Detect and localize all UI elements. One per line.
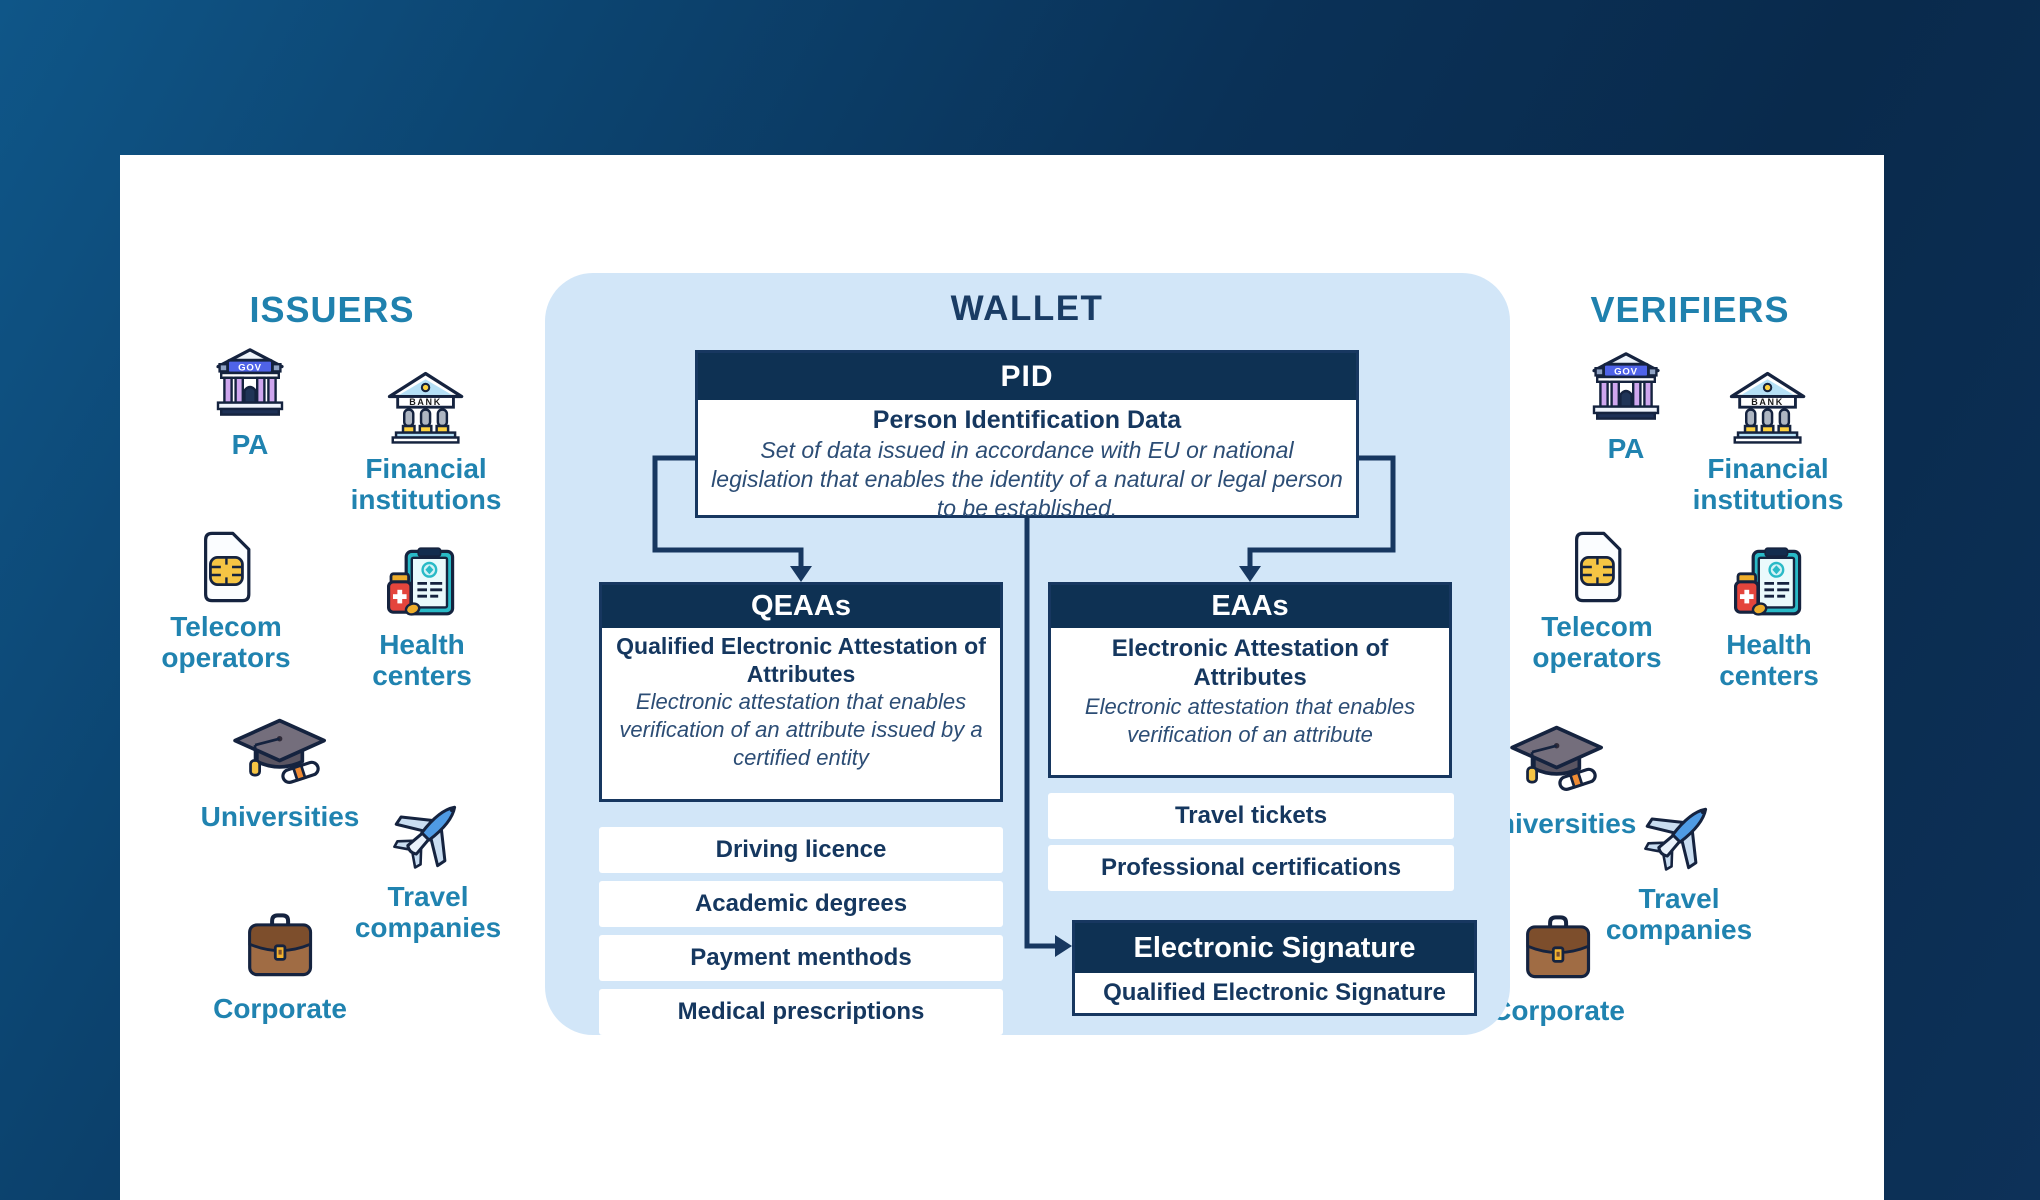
issuer-travel: Travel companies	[355, 791, 501, 944]
qeaa-item-medical-prescriptions: Medical prescriptions	[599, 989, 1003, 1035]
entity-label: Universities	[200, 801, 360, 832]
entity-label: Health centers	[372, 629, 472, 692]
eaa-item-professional-certifications: Professional certifications	[1048, 845, 1454, 891]
connector-arrows	[652, 455, 1396, 957]
briefcase-icon	[240, 909, 320, 989]
qeaa-title: Qualified Electronic Attestation of Attr…	[616, 633, 986, 688]
issuers-title: ISSUERS	[249, 289, 415, 330]
electronic-signature-box: Electronic Signature Qualified Electroni…	[1072, 920, 1477, 1016]
wallet-title: WALLET	[950, 289, 1104, 328]
entity-label: Financial institutions	[350, 453, 502, 516]
entity-label: Travel companies	[1605, 883, 1753, 946]
qeaa-box: QEAAs Qualified Electronic Attestation o…	[599, 582, 1003, 802]
qeaa-item-payment-methods: Payment menthods	[599, 935, 1003, 981]
entity-label: Corporate	[1491, 995, 1625, 1026]
entity-label: PA	[231, 429, 269, 460]
entity-label: PA	[1607, 433, 1645, 464]
eaa-title: Electronic Attestation of Attributes	[1111, 635, 1389, 692]
infographic-card: ISSUERS VERIFIERS PA Financial instituti…	[120, 155, 1884, 1200]
entity-label: Telecom operators	[161, 611, 291, 674]
gov-building-icon	[210, 345, 290, 425]
issuer-telecom: Telecom operators	[161, 527, 291, 674]
verifier-travel: Travel companies	[1606, 793, 1752, 946]
electronic-signature-header: Electronic Signature	[1075, 923, 1474, 973]
pid-box: PID Person Identification Data Set of da…	[695, 350, 1359, 521]
entity-label: Health centers	[1719, 629, 1819, 692]
graduation-cap-icon	[230, 715, 330, 797]
briefcase-icon	[1518, 911, 1598, 991]
bank-icon	[1727, 367, 1809, 449]
eaa-header: EAAs	[1051, 585, 1449, 628]
issuer-pa: PA	[210, 345, 290, 460]
eaa-box: EAAs Electronic Attestation of Attribute…	[1048, 582, 1452, 778]
verifier-financial: Financial institutions	[1692, 367, 1844, 516]
qeaa-item-academic-degrees: Academic degrees	[599, 881, 1003, 927]
gov-building-icon	[1586, 349, 1666, 429]
verifiers-title: VERIFIERS	[1590, 289, 1790, 330]
sim-card-icon	[186, 527, 266, 607]
medical-prescription-icon	[382, 545, 462, 625]
issuer-financial: Financial institutions	[350, 367, 502, 516]
qeaa-description: Electronic attestation that enables veri…	[619, 689, 983, 771]
entity-label: Telecom operators	[1532, 611, 1662, 674]
issuer-health: Health centers	[372, 545, 472, 692]
pid-title: Person Identification Data	[872, 406, 1182, 434]
eaa-item-travel-tickets: Travel tickets	[1048, 793, 1454, 839]
qualified-electronic-signature-item: Qualified Electronic Signature	[1075, 973, 1474, 1013]
entity-label: Financial institutions	[1692, 453, 1844, 516]
eaa-description: Electronic attestation that enables veri…	[1084, 693, 1416, 747]
wallet-panel: WALLET PID Person Identification Data Se…	[545, 273, 1510, 1035]
verifier-pa: PA	[1586, 349, 1666, 464]
airplane-icon	[385, 791, 471, 877]
pid-description: Set of data issued in accordance with EU…	[711, 436, 1343, 522]
airplane-icon	[1636, 793, 1722, 879]
bank-icon	[385, 367, 467, 449]
qeaa-header: QEAAs	[602, 585, 1000, 628]
verifier-health: Health centers	[1719, 545, 1819, 692]
issuer-corporate: Corporate	[213, 909, 347, 1024]
pid-header: PID	[698, 353, 1356, 400]
verifier-telecom: Telecom operators	[1532, 527, 1662, 674]
entity-label: Corporate	[213, 993, 347, 1024]
graduation-cap-icon	[1507, 722, 1607, 804]
qeaa-item-driving-licence: Driving licence	[599, 827, 1003, 873]
issuer-universities: Universities	[200, 715, 360, 832]
entity-label: Travel companies	[354, 881, 502, 944]
medical-prescription-icon	[1729, 545, 1809, 625]
sim-card-icon	[1557, 527, 1637, 607]
verifier-corporate: Corporate	[1491, 911, 1625, 1026]
